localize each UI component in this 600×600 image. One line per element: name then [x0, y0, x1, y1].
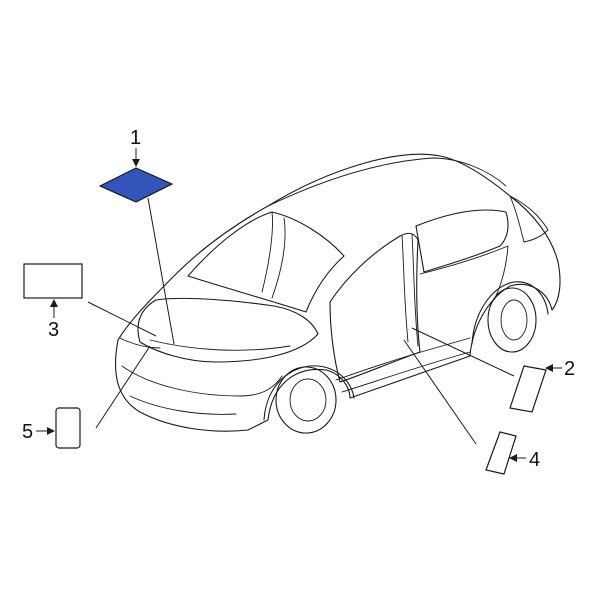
- label-2: [509, 365, 547, 413]
- callout-3-number: 3: [48, 319, 59, 341]
- roof-line: [267, 157, 507, 207]
- leader-line-3: [87, 301, 157, 337]
- door-sill: [335, 337, 471, 381]
- label-5: [55, 407, 81, 449]
- hood-crease: [149, 339, 291, 351]
- rear-door-edge: [419, 245, 509, 301]
- front-wheel: [275, 366, 337, 434]
- windshield: [187, 211, 345, 313]
- b-pillar-edge: [411, 233, 419, 347]
- sill-lower: [341, 351, 471, 393]
- rear-wheel: [487, 287, 537, 353]
- door-opening: [329, 232, 421, 383]
- leader-line-2: [411, 327, 515, 377]
- front-bumper: [121, 365, 283, 397]
- callout-5-number: 5: [22, 421, 33, 443]
- rear-wheel-arch: [471, 281, 549, 345]
- lower-grille: [129, 395, 237, 415]
- quarter-glass: [509, 195, 549, 243]
- callout-4-number: 4: [529, 449, 540, 471]
- label-3: [23, 263, 83, 299]
- a-pillar: [261, 211, 273, 293]
- front-wheel-arch: [263, 365, 355, 421]
- label-4: [485, 431, 517, 475]
- front-wheel-hub: [289, 378, 327, 422]
- car-outline: [115, 153, 561, 434]
- rear-door-window: [415, 209, 509, 273]
- a-pillar-inner: [271, 217, 286, 299]
- headlight: [119, 337, 161, 349]
- leader-line-5: [95, 345, 151, 429]
- b-pillar: [401, 235, 409, 343]
- label-1-highlighted: [98, 167, 174, 203]
- rear-wheel-hub: [500, 299, 528, 341]
- hood: [137, 297, 319, 363]
- callout-2-number: 2: [564, 358, 575, 380]
- leader-line-1: [147, 197, 175, 345]
- callout-1-number: 1: [130, 127, 141, 149]
- leader-line-4: [403, 339, 477, 445]
